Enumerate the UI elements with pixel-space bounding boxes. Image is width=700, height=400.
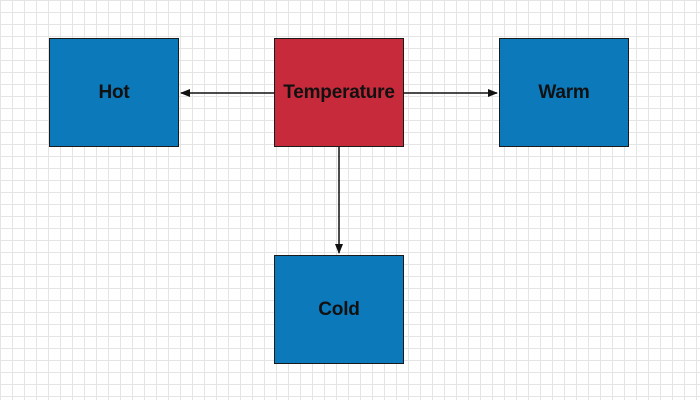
node-hot[interactable]: Hot xyxy=(49,38,179,147)
node-cold[interactable]: Cold xyxy=(274,255,404,364)
node-warm[interactable]: Warm xyxy=(499,38,629,147)
node-temperature[interactable]: Temperature xyxy=(274,38,404,147)
